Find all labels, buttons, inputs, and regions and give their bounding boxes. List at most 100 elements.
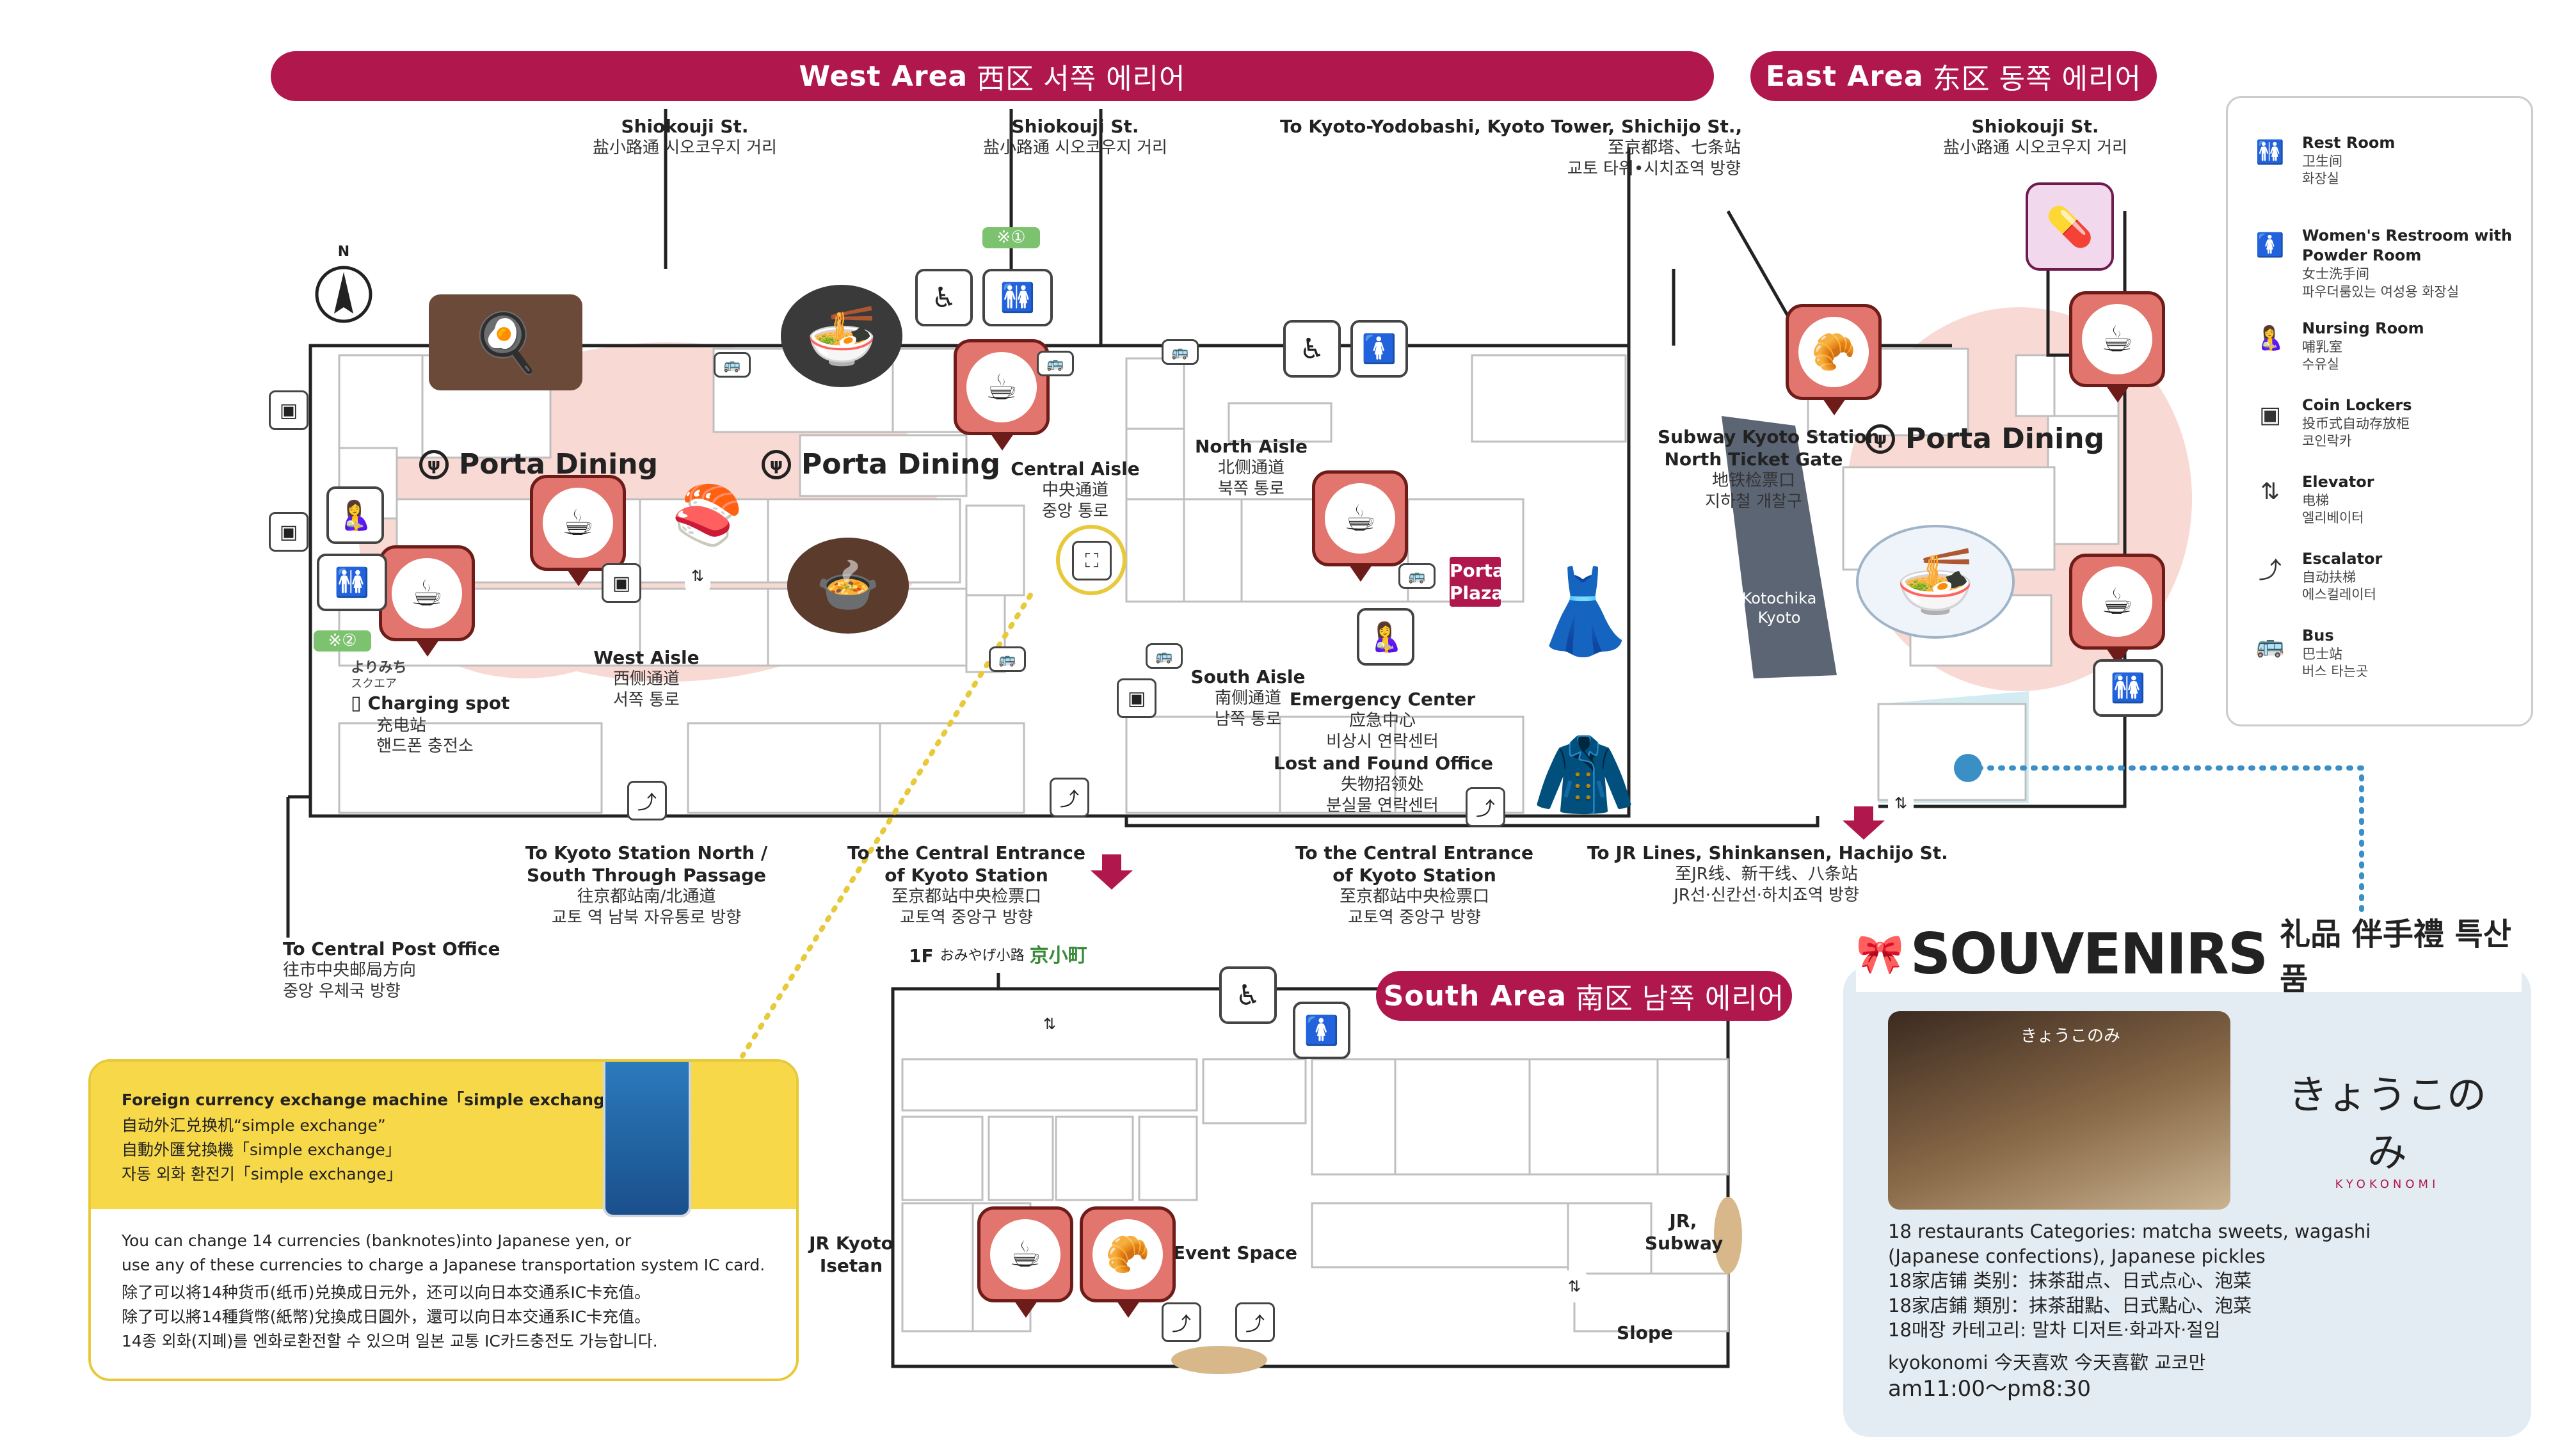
rice-bowl-illustration: 🍲 <box>787 538 909 634</box>
exchange-zh2: 自動外匯兌換機「simple exchange」 <box>122 1140 401 1159</box>
exchange-connector <box>740 593 1033 1059</box>
legend-text: Coin Lockers <box>2302 396 2412 414</box>
legend-text: 自动扶梯 <box>2302 570 2356 586</box>
escalator-icon: ⤴ <box>1466 787 1505 827</box>
arrow-central-2 <box>1843 806 1885 840</box>
kyokonomi-store-photo: きょうこのみ <box>1888 1011 2230 1210</box>
bus-icon: 🚌 <box>2255 632 2285 659</box>
pharmacy-illustration: 💊 <box>2026 182 2114 271</box>
jr-subway-label: JR,Subway <box>1645 1210 1724 1254</box>
cafe-pin-4[interactable]: ☕ <box>1312 470 1408 582</box>
dining-icon: ψ <box>762 449 791 479</box>
legend-text: Women's Restroom with Powder Room <box>2302 227 2513 265</box>
womens-powder-room-icon: 🚺 <box>1293 1002 1350 1059</box>
arrow-central-1 <box>1091 854 1133 890</box>
elevator-icon: ⇅ <box>1562 1270 1587 1302</box>
elevator-icon: ⇅ <box>685 560 710 592</box>
nursing-room-icon: 🤱 <box>326 486 384 544</box>
womens-powder-room-icon: 🚺 <box>2255 232 2285 259</box>
exchange-machine-icon: ⛶ <box>1072 541 1112 580</box>
wheelchair-icon: ♿ <box>1219 966 1277 1024</box>
bakery-pin-east[interactable]: 🥐 <box>1786 304 1882 415</box>
cafe-pin-east-1[interactable]: ☕ <box>2069 291 2165 403</box>
ramen-east-illustration: 🍜 <box>1856 525 2015 639</box>
bus-icon: 🚌 <box>1162 339 1199 365</box>
bus-icon: 🚌 <box>1037 351 1074 376</box>
skirt-illustration: 👗 <box>1532 562 1636 660</box>
bus-icon: 🚌 <box>1398 563 1436 589</box>
legend-text: 女士洗手间 <box>2302 266 2369 282</box>
souvenirs-header: 🎀 SOUVENIRS 礼品 伴手禮 특산품 <box>1856 915 2522 997</box>
legend-text: 파우더룸있는 여성용 화장실 <box>2302 284 2460 300</box>
exchange-body-3: 除了可以将14种货币(纸币)兑换成日元外，还可以向日本交通系IC卡充值。 <box>122 1283 651 1302</box>
coin-locker-icon: ▣ <box>269 390 308 430</box>
wheelchair-icon: ♿ <box>1283 320 1341 378</box>
nursing-room-icon: 🤱 <box>1357 608 1414 666</box>
legend-text: Bus <box>2302 627 2334 644</box>
escalator-icon: ⤴ <box>1050 778 1089 817</box>
legend-text: 卫生间 <box>2302 154 2342 170</box>
legend-text: Rest Room <box>2302 134 2396 152</box>
souvenir-location <box>1954 754 1982 782</box>
bus-icon: 🚌 <box>989 646 1026 672</box>
ribbon-icon: 🎀 <box>1856 931 1904 977</box>
legend-text: Escalator <box>2302 550 2383 568</box>
croissant-icon: 🥐 <box>1105 1234 1150 1276</box>
restroom-icon: 🚻 <box>2093 659 2163 717</box>
legend-text: 버스 타는곳 <box>2302 664 2369 680</box>
coin-locker-icon: ▣ <box>1117 678 1156 718</box>
street-kyoto-tower: To Kyoto-Yodobashi, Kyoto Tower, Shichij… <box>1280 116 1743 179</box>
bus-icon: 🚌 <box>1146 643 1183 669</box>
souvenirs-title: SOUVENIRS <box>1910 920 2268 987</box>
escalator-icon: ⤴ <box>1235 1302 1275 1342</box>
legend-text: 巴士站 <box>2302 646 2342 662</box>
legend-text: 에스컬레이터 <box>2302 587 2376 603</box>
elevator-icon: ⇅ <box>1888 787 1914 819</box>
coffee-cup-icon: ☕ <box>561 502 595 544</box>
note-1-badge: ※① <box>982 227 1040 248</box>
exchange-ko: 자동 외화 환전기「simple exchange」 <box>122 1165 403 1183</box>
elevator-icon: ⇅ <box>1037 1008 1062 1040</box>
cafe-pin-south[interactable]: ☕ <box>977 1206 1073 1318</box>
to-north-south-passage: To Kyoto Station North /South Through Pa… <box>525 842 768 927</box>
dining-icon: ψ <box>419 449 449 479</box>
coin-locker-icon: ▣ <box>269 512 308 552</box>
cafe-pin-1[interactable]: ☕ <box>954 339 1050 451</box>
charging-icon: ▯ <box>351 692 362 714</box>
coffee-cup-icon: ☕ <box>1343 497 1377 540</box>
legend-text: Elevator <box>2302 473 2374 491</box>
cafe-pin-east-2[interactable]: ☕ <box>2069 554 2165 665</box>
souvenir-connector <box>1965 765 2364 924</box>
compass-n-label: N <box>337 244 350 260</box>
bakery-pin-south[interactable]: 🥐 <box>1080 1206 1176 1318</box>
tempura-soba-illustration: 🍜 <box>781 285 902 387</box>
legend-text: 投币式自动存放柜 <box>2302 416 2410 432</box>
escalator-icon: ⤴ <box>2258 557 2282 584</box>
to-jr-lines: To JR Lines, Shinkansen, Hachijo St.至JR线… <box>1587 842 1948 905</box>
exchange-body-1: You can change 14 currencies (banknotes)… <box>122 1231 632 1250</box>
restroom-icon: 🚻 <box>982 269 1053 326</box>
coin-locker-icon: ▣ <box>2259 401 2281 428</box>
cafe-pin-2[interactable]: ☕ <box>530 475 626 586</box>
legend-text: 电梯 <box>2302 493 2329 509</box>
cafe-pin-3[interactable]: ☕ <box>379 545 475 657</box>
exchange-body-5: 14종 외화(지폐)를 엔화로환전할 수 있으며 일본 교통 IC카드충전도 가… <box>122 1332 658 1350</box>
souvenirs-desc: 18 restaurants Categories: matcha sweets… <box>1888 1220 2371 1402</box>
restroom-icon: 🚻 <box>2255 140 2285 166</box>
